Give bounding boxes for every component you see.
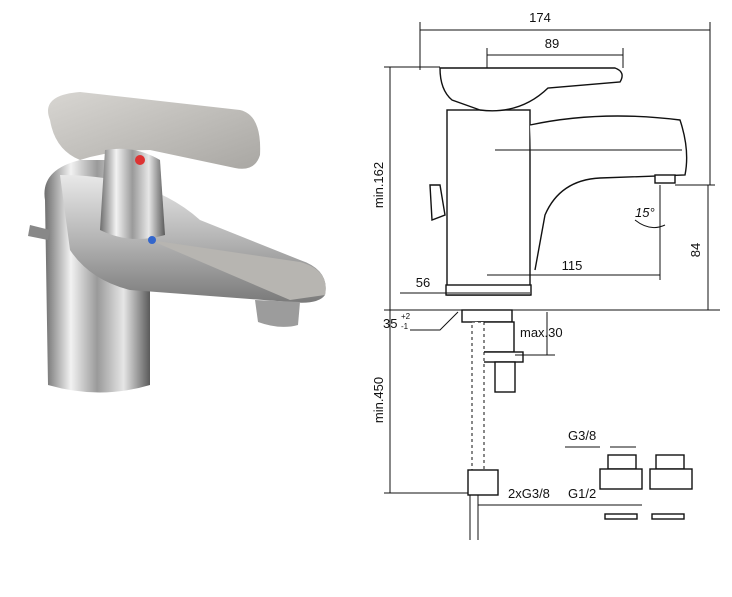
dim-adapter-bottom: G1/2 bbox=[568, 486, 596, 501]
dim-spout-reach: 115 bbox=[562, 258, 583, 273]
dim-width-total: 174 bbox=[529, 10, 551, 25]
dim-spout-height: 84 bbox=[688, 243, 703, 257]
dim-hole-tol-minus: -1 bbox=[401, 322, 409, 331]
dim-hose-length: min.450 bbox=[371, 377, 386, 423]
faucet-photo bbox=[28, 92, 326, 393]
dim-lever-width: 89 bbox=[545, 36, 559, 51]
dim-spout-angle: 15° bbox=[635, 205, 655, 220]
dim-adapter-top: G3/8 bbox=[568, 428, 596, 443]
dim-height-min: min.162 bbox=[371, 162, 386, 208]
faucet-outline bbox=[429, 67, 693, 540]
dimension-labels: 174 89 min.162 84 115 56 15° 35 +2 -1 ma… bbox=[371, 10, 703, 501]
dim-hole-diameter: 35 bbox=[383, 316, 397, 331]
dim-body-diameter: 56 bbox=[416, 275, 430, 290]
dimension-lines bbox=[384, 22, 720, 506]
dim-deck-thickness: max.30 bbox=[520, 325, 563, 340]
dim-hole-tol-plus: +2 bbox=[401, 312, 411, 321]
dim-hose-connection: 2xG3/8 bbox=[508, 486, 550, 501]
